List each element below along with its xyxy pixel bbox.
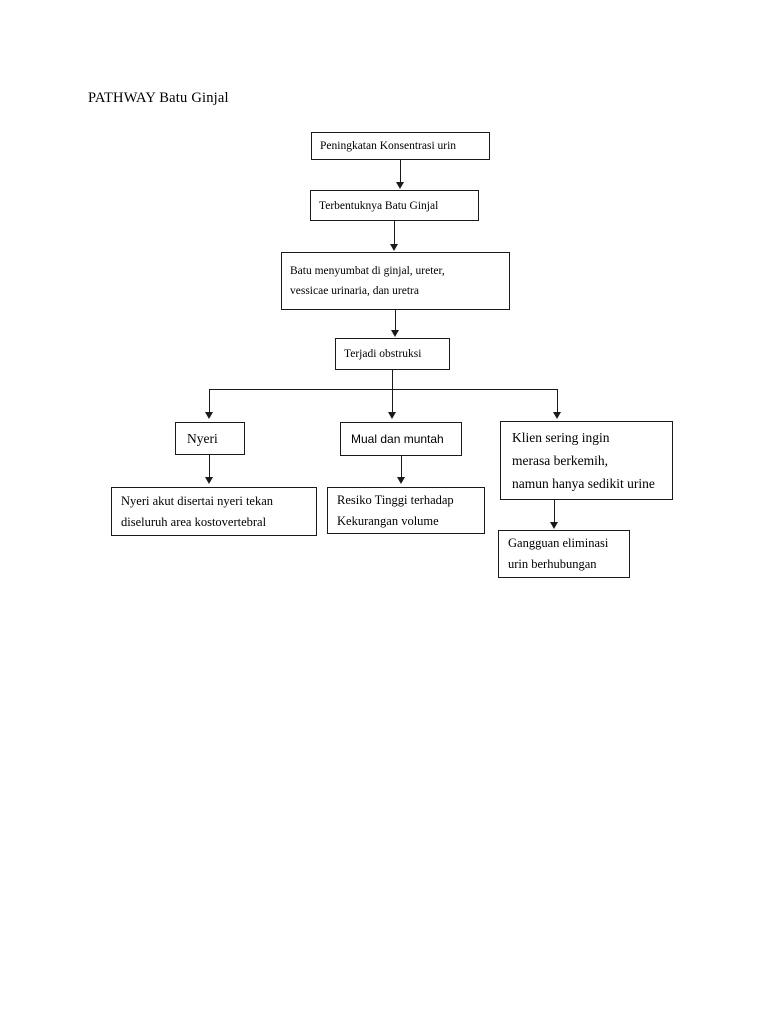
flow-node-nyeri: Nyeri	[175, 422, 245, 455]
node-line: Resiko Tinggi terhadap	[337, 492, 454, 507]
node-line: Klien sering ingin	[512, 430, 610, 445]
edge-klien-to-gangguan	[554, 500, 555, 524]
edge-obstruksi-to-mual	[392, 389, 393, 414]
arrowhead-icon	[388, 412, 396, 419]
arrowhead-icon	[391, 330, 399, 337]
edge-branch-bus	[209, 389, 558, 390]
node-line: Terjadi obstruksi	[344, 348, 422, 360]
edge-obstruksi-to-nyeri	[209, 389, 210, 414]
edge-obstruksi-stem	[392, 370, 393, 389]
page-title: PATHWAY Batu Ginjal	[88, 90, 229, 106]
edge-nyeri-to-nyeri-akut	[209, 455, 210, 479]
edge-terbentuk-to-menyumbat	[394, 221, 395, 246]
arrowhead-icon	[205, 412, 213, 419]
flow-node-gangguan-eliminasi-urin: Gangguan eliminasi urin berhubungan	[498, 530, 630, 578]
flow-node-terjadi-obstruksi: Terjadi obstruksi	[335, 338, 450, 370]
arrowhead-icon	[390, 244, 398, 251]
flow-node-terbentuknya-batu-ginjal: Terbentuknya Batu Ginjal	[310, 190, 479, 221]
node-line: Mual dan muntah	[351, 432, 444, 446]
node-line: Kekurangan volume	[337, 513, 439, 528]
flow-node-resiko-tinggi-kekurangan-volume: Resiko Tinggi terhadap Kekurangan volume	[327, 487, 485, 534]
edge-menyumbat-to-obstruksi	[395, 310, 396, 332]
node-line: Peningkatan Konsentrasi urin	[320, 140, 457, 152]
node-line: vessicae urinaria, dan uretra	[290, 285, 419, 297]
node-line: diseluruh area kostovertebral	[121, 514, 267, 529]
node-line: urin berhubungan	[508, 557, 597, 571]
arrowhead-icon	[205, 477, 213, 484]
edge-mual-to-resiko	[401, 456, 402, 479]
node-line: Nyeri	[187, 431, 218, 446]
node-line: Gangguan eliminasi	[508, 536, 609, 550]
flow-node-klien-sering-ingin-berkemih: Klien sering ingin merasa berkemih, namu…	[500, 421, 673, 500]
flow-node-peningkatan-konsentrasi-urin: Peningkatan Konsentrasi urin	[311, 132, 490, 160]
flow-node-nyeri-akut-kostovertebral: Nyeri akut disertai nyeri tekan diseluru…	[111, 487, 317, 536]
edge-konsentrasi-to-terbentuk	[400, 160, 401, 184]
node-line: Terbentuknya Batu Ginjal	[319, 199, 439, 212]
node-line: namun hanya sedikit urine	[512, 476, 655, 491]
arrowhead-icon	[553, 412, 561, 419]
arrowhead-icon	[550, 522, 558, 529]
edge-obstruksi-to-klien	[557, 389, 558, 414]
node-line: Batu menyumbat di ginjal, ureter,	[290, 265, 445, 277]
arrowhead-icon	[397, 477, 405, 484]
node-line: Nyeri akut disertai nyeri tekan	[121, 493, 274, 508]
arrowhead-icon	[396, 182, 404, 189]
flow-node-batu-menyumbat: Batu menyumbat di ginjal, ureter, vessic…	[281, 252, 510, 310]
node-line: merasa berkemih,	[512, 453, 608, 468]
flow-node-mual-dan-muntah: Mual dan muntah	[340, 422, 462, 456]
